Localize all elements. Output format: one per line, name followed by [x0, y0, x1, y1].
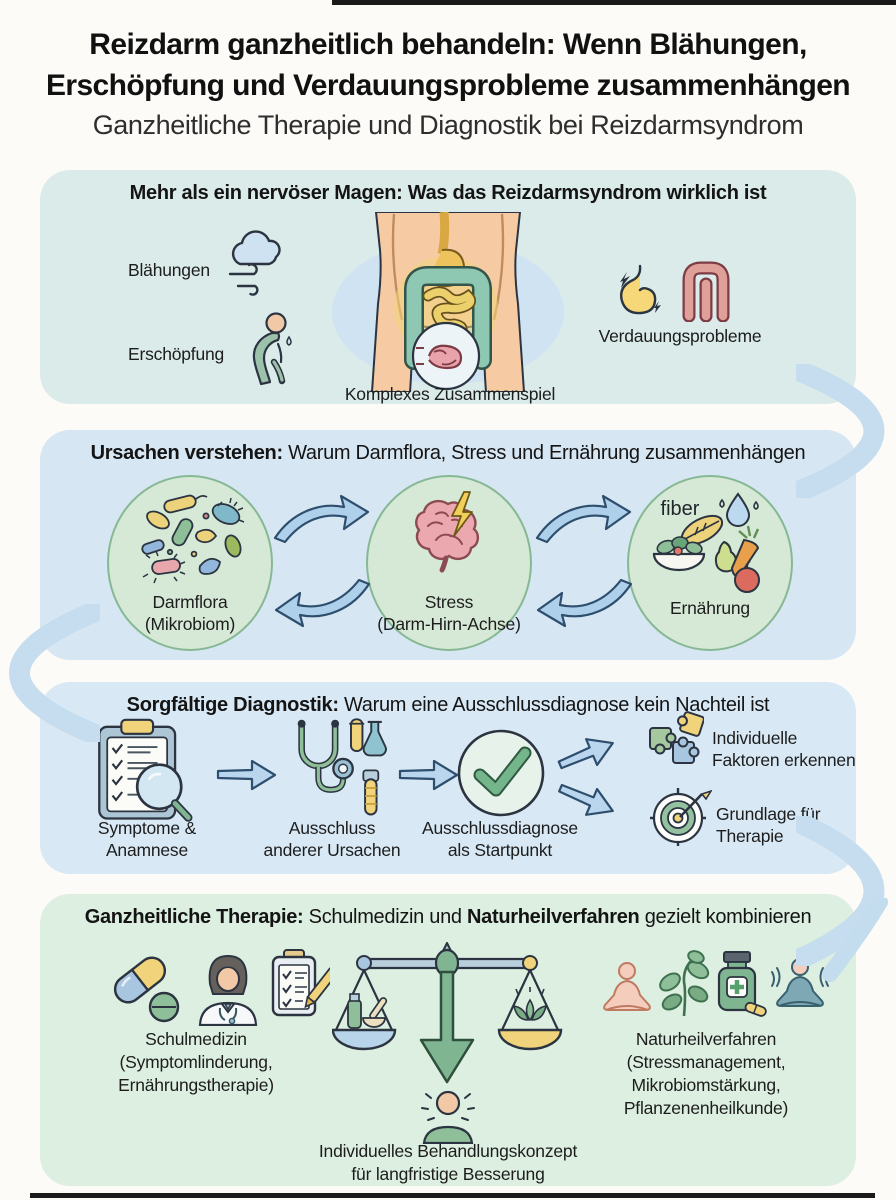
supplement-bottle-icon — [712, 950, 770, 1018]
bloating-label: Blähungen — [128, 260, 210, 280]
stethoscope-labtubes-icon — [284, 714, 388, 818]
brain-lightning-icon — [406, 490, 492, 582]
section-overview-heading: Mehr als ein nervöser Magen: Was das Rei… — [129, 182, 767, 204]
tired-person-icon — [236, 310, 298, 388]
therapy-heading-bold2: Naturheilverfahren — [467, 906, 640, 928]
nutrition-foods-icon — [650, 486, 766, 598]
checkmark-circle-icon — [454, 726, 548, 820]
cloud-wind-icon — [222, 230, 288, 302]
decor-swoosh — [788, 898, 888, 982]
page-title-line1: Reizdarm ganzheitlich behandeln: Wenn Bl… — [89, 28, 807, 61]
section-causes-heading: Ursachen verstehen: Warum Darmflora, Str… — [40, 442, 856, 465]
patient-icon — [416, 1088, 480, 1144]
section-diagnostics-heading: Sorgfältige Diagnostik: Warum eine Aussc… — [40, 694, 856, 717]
decor-arc-right-1 — [796, 364, 896, 498]
therapy-heading-mid: Schulmedizin und — [303, 906, 467, 928]
diagnostics-step1-label: Symptome & Anamnese — [97, 818, 197, 860]
meditation-person-icon — [598, 962, 656, 1018]
clipboard-pencil-icon — [268, 948, 330, 1022]
therapy-result-caption: Individuelles Behandlungskonzept für lan… — [318, 1141, 578, 1184]
page-title: Reizdarm ganzheitlich behandeln: Wenn Bl… — [0, 24, 896, 106]
therapy-heading-rest: gezielt kombinieren — [639, 906, 812, 928]
conventional-label: Schulmedizin (Symptomlinderung, Ernährun… — [118, 1029, 274, 1095]
diagnostics-heading-rest: Warum eine Ausschlussdiagnose kein Nacht… — [338, 694, 770, 716]
plant-icon — [656, 950, 712, 1018]
arrow-nutrition-to-stress-icon — [534, 578, 634, 630]
bottom-edge-artifact — [30, 1193, 875, 1198]
doctor-icon — [192, 948, 264, 1026]
balance-scale-icon — [332, 942, 564, 1092]
center-caption: Komplexes Zusammenspiel — [344, 384, 556, 404]
nutrition-label: Ernährung — [670, 598, 750, 618]
causes-heading-rest: Warum Darmflora, Stress und Ernährung zu… — [282, 442, 806, 464]
top-edge-artifact — [332, 0, 896, 5]
decor-arc-left — [0, 604, 100, 742]
arrow-to-outcome2-icon — [551, 771, 622, 828]
causes-heading-bold: Ursachen verstehen: — [90, 442, 283, 464]
microbes-icon — [134, 494, 246, 588]
arrow-to-outcome1-icon — [551, 725, 622, 782]
torso-digestive-illustration — [328, 212, 568, 392]
nutrition-circle — [627, 475, 793, 651]
natural-label: Naturheilverfahren (Stressmanagement, Mi… — [623, 1029, 789, 1118]
fiber-label: fiber — [660, 498, 700, 520]
fatigue-label: Erschöpfung — [128, 344, 225, 364]
stomach-icon — [608, 262, 664, 324]
arrow-microbiome-to-stress-icon — [272, 492, 372, 544]
microbiome-label: Darmflora (Mikrobiom) — [144, 592, 236, 634]
diagnostics-heading-bold: Sorgfältige Diagnostik: — [126, 694, 339, 716]
therapy-heading-bold1: Ganzheitliche Therapie: — [84, 906, 304, 928]
page-subtitle: Ganzheitliche Therapie und Diagnostik be… — [92, 110, 804, 140]
diagnostics-outcome1-label: Individuelle Faktoren erkennen — [712, 728, 856, 770]
arrow-stress-to-nutrition-icon — [534, 492, 634, 544]
arrow-stress-to-microbiome-icon — [272, 578, 372, 630]
page-title-line2: Erschöpfung und Verdauungsprobleme zusam… — [45, 69, 851, 102]
stress-label: Stress (Darm-Hirn-Achse) — [377, 592, 521, 634]
pills-icon — [106, 950, 186, 1024]
puzzle-icon — [646, 710, 704, 772]
arrow-step2-step3-icon — [398, 757, 460, 793]
target-icon — [650, 786, 712, 848]
arrow-step1-step2-icon — [216, 757, 278, 793]
colon-icon — [676, 258, 734, 322]
diagnostics-step2-label: Ausschluss anderer Ursachen — [263, 818, 401, 860]
diagnostics-step3-label: Ausschlussdiagnose als Startpunkt — [422, 818, 578, 860]
section-therapy-heading: Ganzheitliche Therapie: Schulmedizin und… — [40, 906, 856, 929]
digestive-label: Verdauungsprobleme — [598, 326, 762, 346]
clipboard-magnifier-icon — [92, 718, 200, 822]
decor-arc-right-2 — [796, 816, 896, 966]
